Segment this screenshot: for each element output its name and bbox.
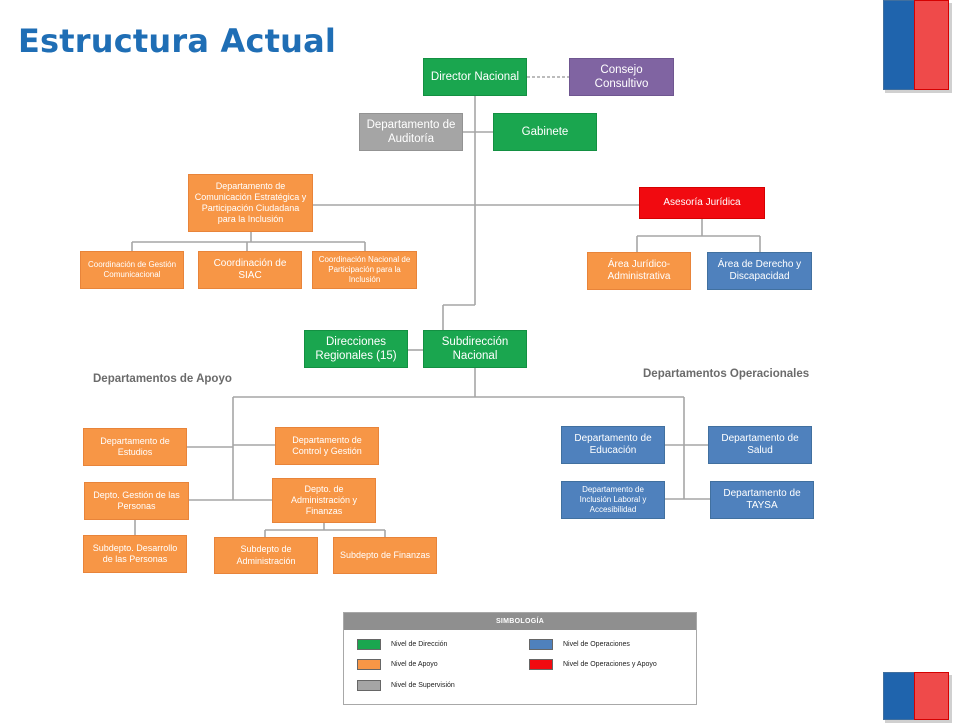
box-desarrollo-personas: Subdepto. Desarrollo de las Personas — [83, 535, 187, 573]
legend-swatch — [357, 680, 381, 691]
box-departamento-auditoria: Departamento de Auditoría — [359, 113, 463, 151]
box-coordinacion-siac: Coordinación de SIAC — [198, 251, 302, 289]
legend-label: Nivel de Supervisión — [391, 682, 455, 689]
box-area-derecho: Área de Derecho y Discapacidad — [707, 252, 812, 290]
box-departamento-taysa: Departamento de TAYSA — [710, 481, 814, 519]
box-administracion-finanzas: Depto. de Administración y Finanzas — [272, 478, 376, 523]
box-gestion-personas: Depto. Gestión de las Personas — [84, 482, 189, 520]
box-director-nacional: Director Nacional — [423, 58, 527, 96]
flag-bottom — [883, 672, 952, 723]
legend-item-direccion: Nivel de Dirección — [357, 639, 447, 650]
legend-item-operaciones-apoyo: Nivel de Operaciones y Apoyo — [529, 659, 657, 670]
box-direcciones-regionales: Direcciones Regionales (15) — [304, 330, 408, 368]
box-subdepto-administracion: Subdepto de Administración — [214, 537, 318, 574]
legend-item-supervision: Nivel de Supervisión — [357, 680, 455, 691]
legend-label: Nivel de Operaciones y Apoyo — [563, 661, 657, 668]
legend-swatch — [357, 659, 381, 670]
legend-label: Nivel de Apoyo — [391, 661, 438, 668]
flag-top — [883, 0, 952, 93]
box-coordinacion-gestion: Coordinación de Gestión Comunicacional — [80, 251, 184, 289]
label-departamentos-apoyo: Departamentos de Apoyo — [93, 373, 232, 385]
box-subdepto-finanzas: Subdepto de Finanzas — [333, 537, 437, 574]
legend-simbologia: SIMBOLOGÍA Nivel de Dirección Nivel de O… — [343, 612, 697, 705]
label-departamentos-operacionales: Departamentos Operacionales — [643, 368, 810, 380]
legend-swatch — [357, 639, 381, 650]
legend-item-operaciones: Nivel de Operaciones — [529, 639, 630, 650]
box-inclusion-laboral: Departamento de Inclusión Laboral y Acce… — [561, 481, 665, 519]
legend-label: Nivel de Dirección — [391, 641, 448, 648]
box-departamento-educacion: Departamento de Educación — [561, 426, 665, 464]
box-comunicacion-estrategica: Departamento de Comunicación Estratégica… — [188, 174, 313, 232]
legend-item-apoyo: Nivel de Apoyo — [357, 659, 438, 670]
box-control-gestion: Departamento de Control y Gestión — [275, 427, 379, 465]
box-departamento-estudios: Departamento de Estudios — [83, 428, 187, 466]
box-consejo-consultivo: Consejo Consultivo — [569, 58, 674, 96]
box-asesoria-juridica: Asesoría Jurídica — [639, 187, 765, 219]
legend-label: Nivel de Operaciones — [563, 641, 630, 648]
box-gabinete: Gabinete — [493, 113, 597, 151]
box-departamento-salud: Departamento de Salud — [708, 426, 812, 464]
legend-swatch — [529, 639, 553, 650]
box-area-juridico: Área Jurídico-Administrativa — [587, 252, 691, 290]
page-title: Estructura Actual — [18, 22, 337, 60]
legend-swatch — [529, 659, 553, 670]
box-coordinacion-participacion: Coordinación Nacional de Participación p… — [312, 251, 417, 289]
box-subdireccion-nacional: Subdirección Nacional — [423, 330, 527, 368]
legend-title: SIMBOLOGÍA — [344, 613, 696, 630]
